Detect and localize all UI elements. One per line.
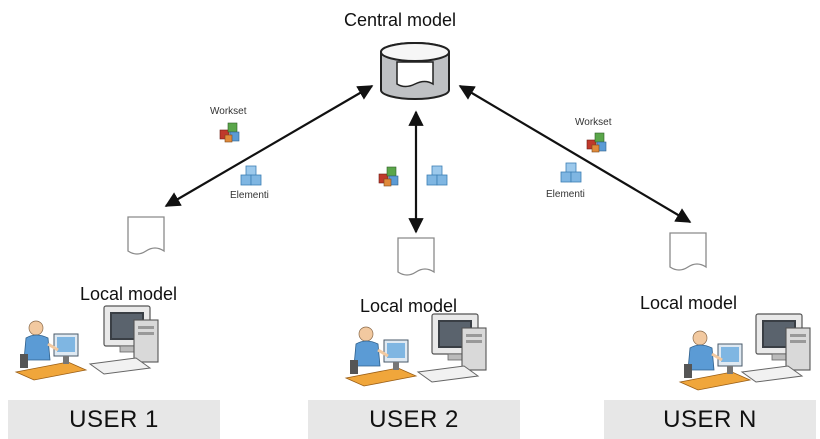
user-bar-n: USER N (604, 400, 816, 439)
desktop-computer-icon (741, 313, 811, 383)
user-at-desk-icon (344, 325, 418, 388)
workset-cubes-icon (219, 122, 240, 143)
elements-cubes-icon (560, 162, 582, 183)
user-bar-2: USER 2 (308, 400, 520, 439)
workset-cubes-icon (378, 166, 399, 187)
local-model-label: Local model (80, 284, 178, 304)
elements-label: Elementi (546, 189, 585, 200)
user-label: USER N (663, 405, 757, 433)
elements-cubes-icon (240, 165, 262, 186)
user-label: USER 2 (369, 405, 459, 433)
document-icon (397, 237, 435, 276)
workset-label: Workset (210, 106, 247, 117)
central-model-title: Central model (344, 10, 457, 30)
workset-label: Workset (575, 117, 612, 128)
user-label: USER 1 (69, 405, 159, 433)
desktop-computer-icon (89, 305, 159, 375)
document-icon (127, 216, 165, 255)
flow-arrow-userN (458, 85, 692, 223)
user-at-desk-icon (14, 319, 88, 382)
workset-cubes-icon (586, 132, 607, 153)
local-model-label: Local model (640, 293, 738, 313)
user-at-desk-icon (678, 329, 752, 392)
elements-label: Elementi (230, 190, 269, 201)
database-icon (380, 42, 450, 100)
document-icon (669, 232, 707, 271)
desktop-computer-icon (417, 313, 487, 383)
user-bar-1: USER 1 (8, 400, 220, 439)
elements-cubes-icon (426, 165, 448, 186)
flow-arrow-user1 (164, 85, 374, 207)
local-model-label: Local model (360, 296, 458, 316)
